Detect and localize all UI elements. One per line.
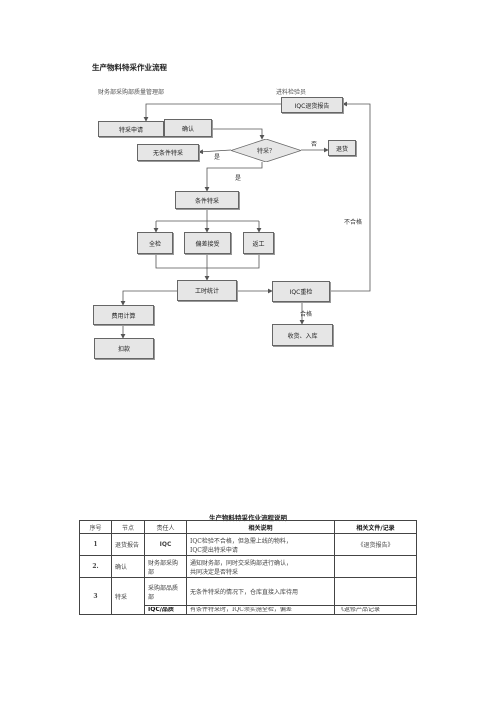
node-deduct: 扣款 xyxy=(94,338,154,359)
dept-label-right: 进料检验员 xyxy=(276,89,307,96)
node-cost-calc: 费用计算 xyxy=(93,305,154,325)
cell-owner: IQC xyxy=(144,533,187,556)
node-unconditional: 无条件特采 xyxy=(137,144,199,161)
node-receive-store: 收货、入库 xyxy=(272,324,333,346)
cell-seq: 2. xyxy=(79,555,112,578)
cell-owner: 采购部品质部 xyxy=(144,577,187,606)
cell-owner: 财务部采购部 xyxy=(144,555,187,578)
node-full-inspection: 全检 xyxy=(137,232,173,254)
header-seq: 序号 xyxy=(79,520,112,534)
header-node: 节点 xyxy=(111,520,145,534)
cell-node: 退货报告 xyxy=(111,533,145,556)
header-docs: 相关文件/记录 xyxy=(334,520,417,534)
cell-desc: 通知财务部，同时交采购部进行确认，共同决定是否特采 xyxy=(186,555,335,578)
node-return-goods: 退货 xyxy=(328,140,356,156)
label-fail: 不合格 xyxy=(344,219,363,226)
node-iqc-return-report: IQC退货报告 xyxy=(281,97,343,113)
process-table: 序号 节点 责任人 相关说明 相关文件/记录 1 退货报告 IQC IQC检验不… xyxy=(79,520,417,615)
desc-line-1: IQC检验不合格，但急需上线的物料， xyxy=(190,537,292,545)
cell-doc: 《返修产品记录 xyxy=(334,605,417,615)
node-conditional: 条件特采 xyxy=(175,191,239,209)
cell-doc: 《退货报告》 xyxy=(334,533,417,556)
cell-node: 确认 xyxy=(111,555,145,578)
label-no: 否 xyxy=(311,141,318,148)
decision-label: 特采？ xyxy=(257,147,275,155)
cell-desc: IQC检验不合格，但急需上线的物料，IQC提出特采申请 xyxy=(186,533,335,556)
label-yes-unconditional: 是 xyxy=(214,154,221,161)
node-rework: 返工 xyxy=(243,232,274,254)
label-yes-conditional: 是 xyxy=(235,175,242,182)
flowchart-title: 生产物料特采作业流程 xyxy=(92,63,167,72)
desc-line-2: IQC提出特采申请 xyxy=(190,546,238,554)
desc-line-1: 通知财务部，同时交采购部进行确认， xyxy=(190,559,293,567)
cell-seq: 1 xyxy=(79,533,112,556)
table-row: IQC/品质 有条件特采时，IQC须实施全检，偏差 《返修产品记录 xyxy=(80,605,417,615)
cell-doc xyxy=(334,577,417,606)
cell-desc: 有条件特采时，IQC须实施全检，偏差 xyxy=(186,605,335,615)
label-pass: 合格 xyxy=(300,311,313,318)
cell-node: 特采 xyxy=(111,577,145,615)
node-deviation-accept: 偏差接受 xyxy=(184,232,231,254)
cell-owner: IQC/品质 xyxy=(144,605,187,615)
table-header-row: 序号 节点 责任人 相关说明 相关文件/记录 xyxy=(79,520,417,534)
table-row: 1 退货报告 IQC IQC检验不合格，但急需上线的物料，IQC提出特采申请 《… xyxy=(79,533,417,556)
table-row: 3 特采 采购部品质部 无条件特采的情况下，仓库直接入库待用 xyxy=(79,577,417,615)
node-decision: 特采？ xyxy=(231,139,301,162)
node-confirm: 确认 xyxy=(164,119,212,137)
node-iqc-recheck: IQC重检 xyxy=(272,281,330,302)
table-caption: 生产物料特采作业流程说明 xyxy=(209,514,287,522)
header-desc: 相关说明 xyxy=(186,520,335,534)
dept-label-left: 财务部采购部质量管理部 xyxy=(98,89,165,96)
cell-seq: 3 xyxy=(79,577,112,615)
node-hours-stat: 工时统计 xyxy=(177,280,237,301)
cell-desc: 无条件特采的情况下，仓库直接入库待用 xyxy=(186,577,335,606)
cell-doc xyxy=(334,555,417,578)
node-special-request: 特采申请 xyxy=(98,121,164,137)
desc-line-2: 共同决定是否特采 xyxy=(190,568,239,576)
table-row: 2. 确认 财务部采购部 通知财务部，同时交采购部进行确认，共同决定是否特采 xyxy=(79,555,417,578)
header-owner: 责任人 xyxy=(144,520,187,534)
